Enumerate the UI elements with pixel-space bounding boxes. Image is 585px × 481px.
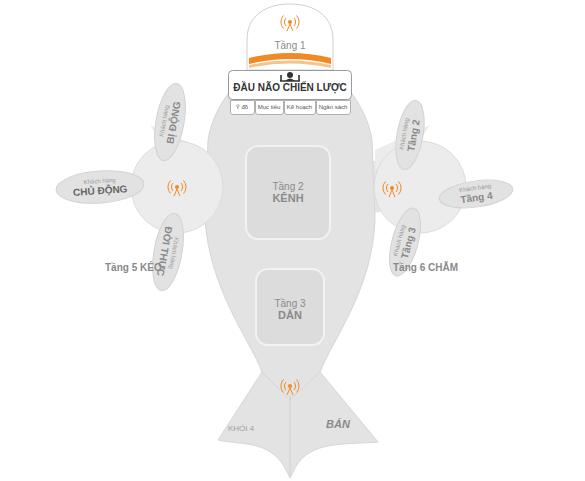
- strategy-tab: Kế hoạch: [284, 100, 316, 115]
- level-box: Tầng 2KÊNH: [245, 145, 331, 240]
- block-label: BÁN: [326, 418, 350, 430]
- strategy-tab: Ngân sách: [316, 100, 351, 115]
- strategy-band: ĐẦU NÃO CHIẾN LƯỢC: [228, 70, 352, 100]
- node-title: Ngân sách: [319, 104, 348, 111]
- dome-outline: [247, 4, 333, 70]
- node-title: Tầng 3: [274, 298, 305, 309]
- level-box: Tầng 3DẪN: [255, 268, 325, 346]
- head-dome: Tầng 1: [247, 4, 333, 70]
- block-label: KHỐI 4: [228, 424, 254, 433]
- node-title: Ý đồ: [236, 104, 248, 111]
- strategy-tab: Mục tiêu: [255, 100, 284, 115]
- node-title: Tầng 2: [272, 181, 303, 192]
- node-title: Kế hoạch: [287, 104, 312, 111]
- propeller-blade: Khách hàngCHỦ ĐỘNG: [54, 167, 146, 207]
- node-title: Tầng 1: [274, 40, 305, 51]
- node-title: Mục tiêu: [258, 104, 281, 111]
- group-label: Tầng 5 KÉO: [105, 262, 162, 273]
- node-text: DẪN: [278, 309, 302, 321]
- strategy-tab: Ý đồ: [230, 100, 255, 115]
- node-text: KÊNH: [272, 192, 303, 204]
- group-label: Tầng 6 CHĂM: [393, 262, 458, 273]
- node-title: ĐẦU NÃO CHIẾN LƯỢC: [233, 82, 347, 93]
